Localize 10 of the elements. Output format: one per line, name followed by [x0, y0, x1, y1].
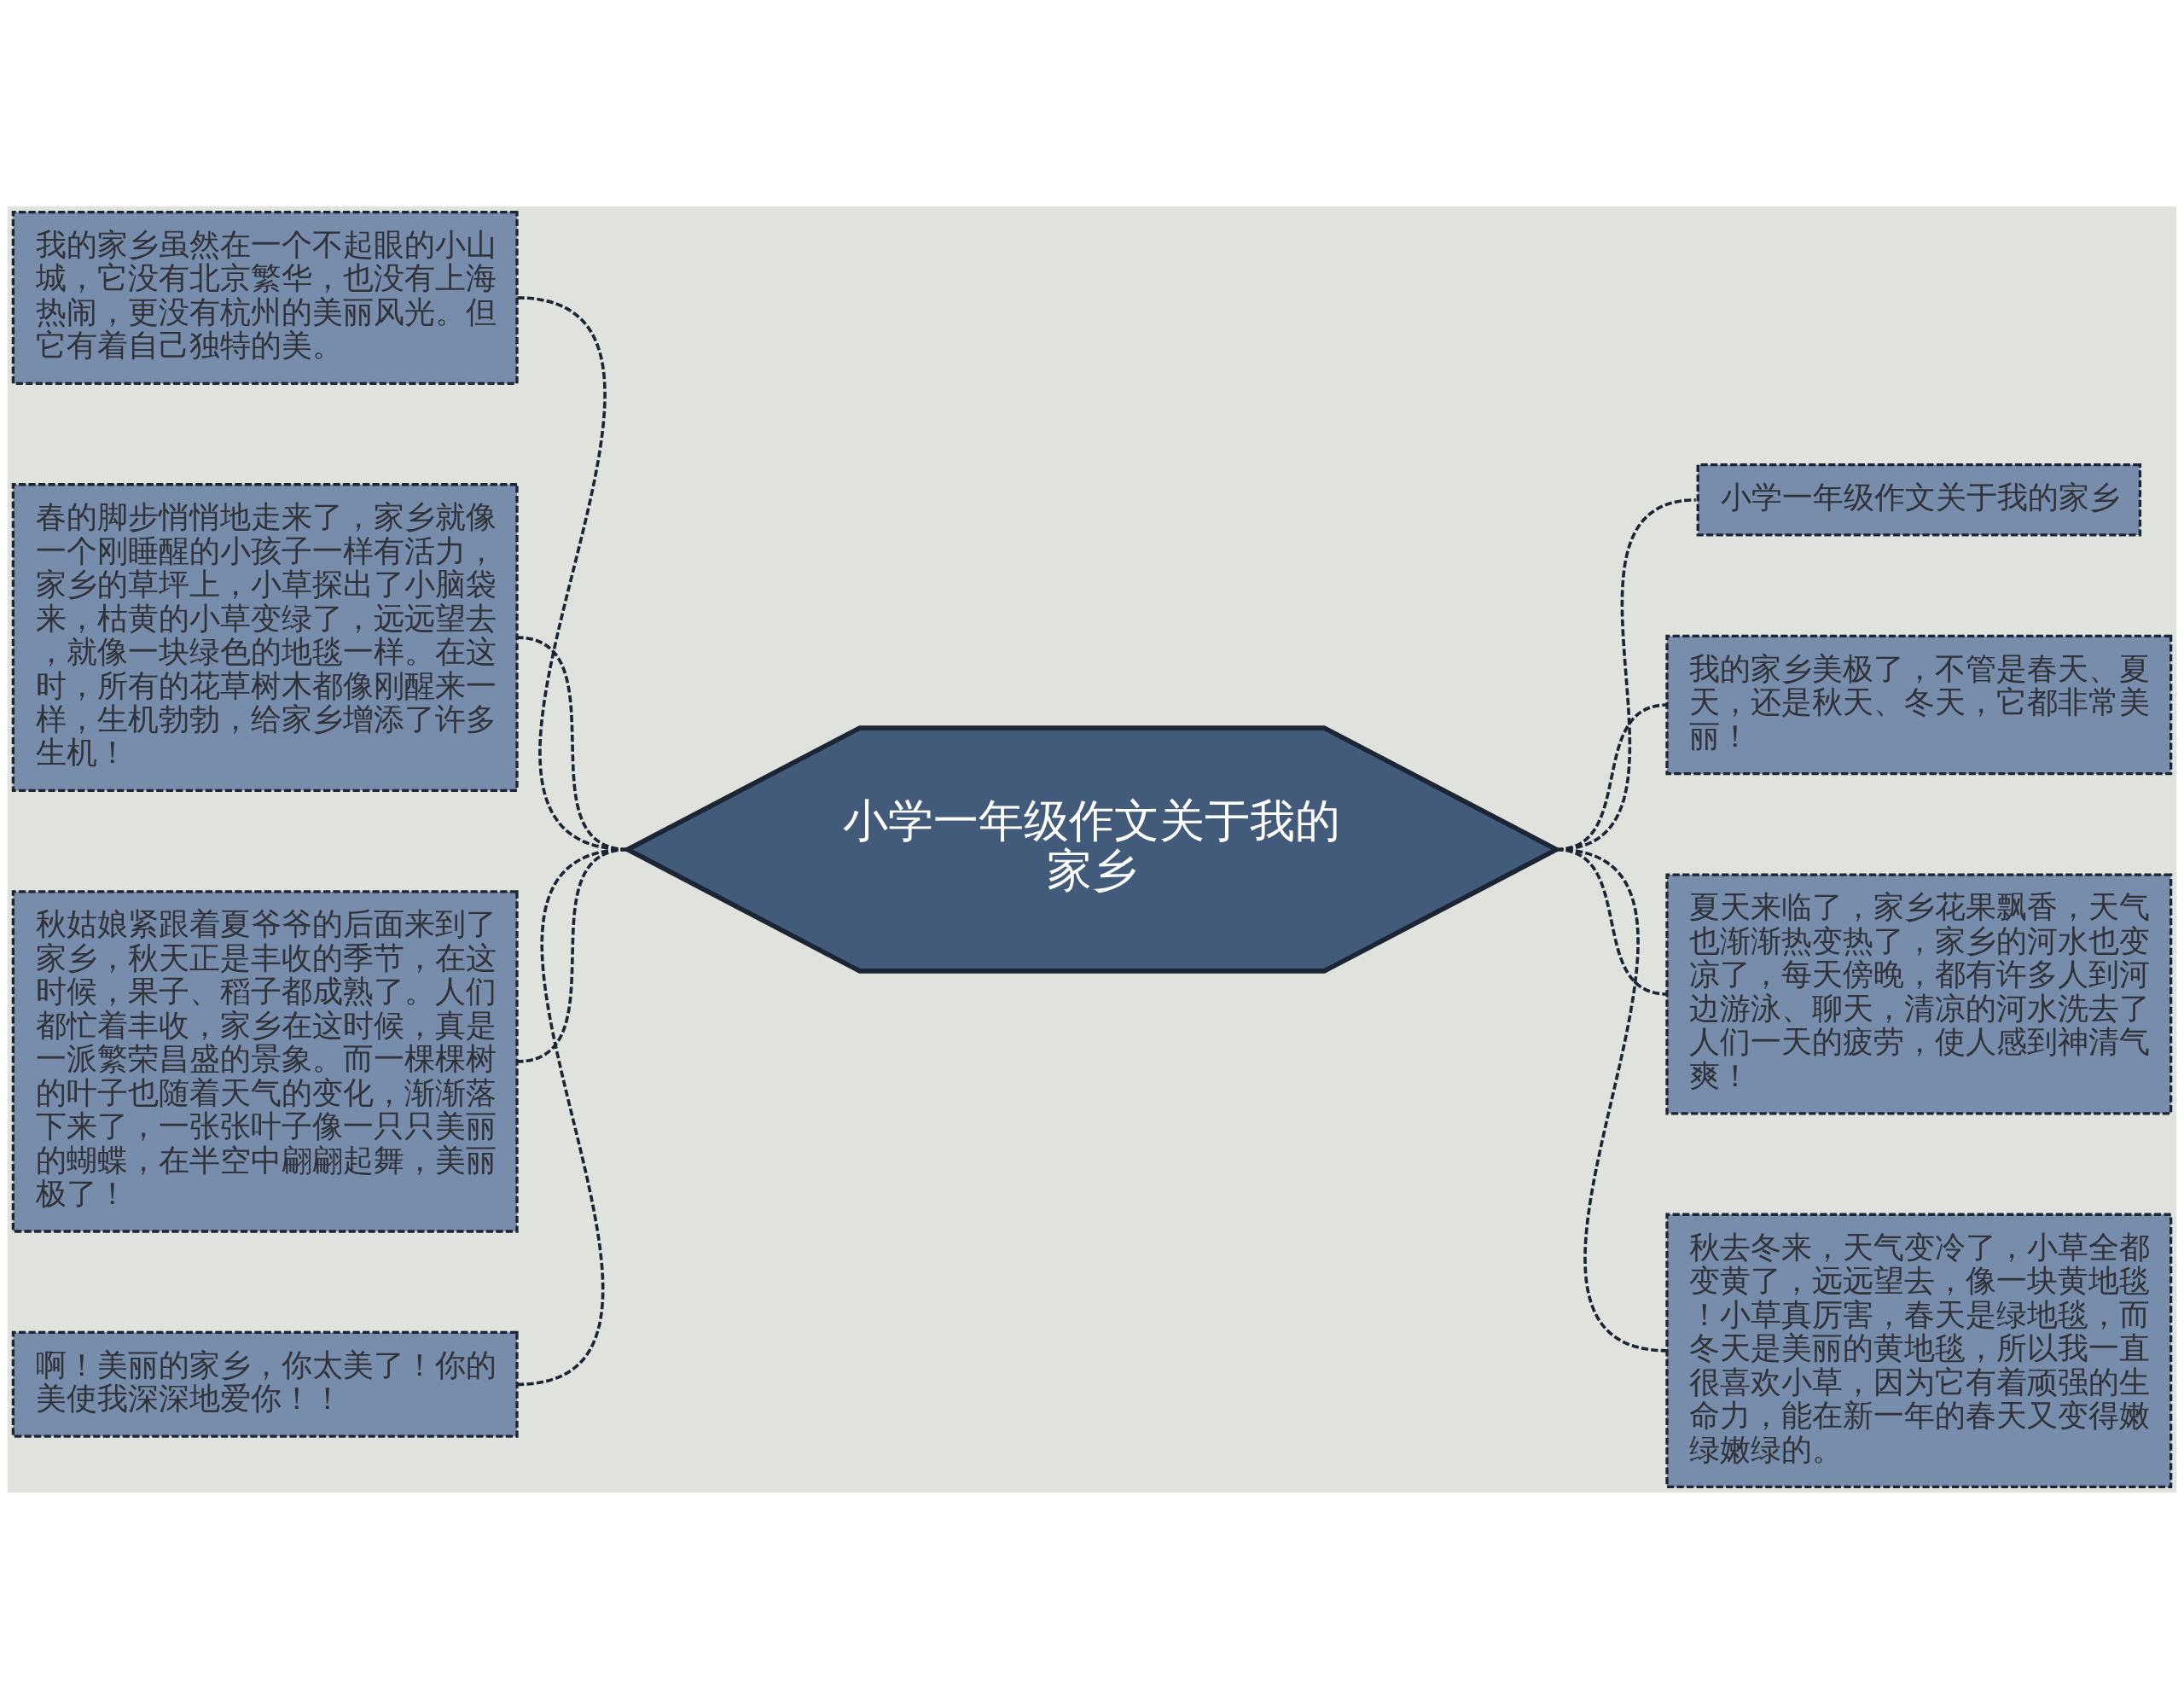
connector [1555, 847, 1668, 1353]
node-box: 啊！美丽的家乡，你太美了！你的美使我深深地爱你！！ [11, 1330, 519, 1438]
connector [516, 847, 629, 1387]
node-box: 小学一年级作文关于我的家乡 [1696, 463, 2142, 537]
node-box: 春的脚步悄悄地走来了，家乡就像一个刚睡醒的小孩子一样有活力，家乡的草坪上，小草探出了小脑袋来，枯黄的小草变绿了，远远望去，就像一块绿色的地毯一样。在这时，所有的花草树木都像刚醒来一样，生机勃勃，给家乡增添了许多生机！ [11, 483, 519, 793]
node-box: 秋姑娘紧跟着夏爷爷的后面来到了家乡，秋天正是丰收的季节，在这时候，果子、稻子都成熟了。人们都忙着丰收，家乡在这时候，真是一派繁荣昌盛的景象。而一棵棵树的叶子也随着天气的变化，渐渐落下来了，一张张叶子像一只只美丽的蝴蝶，在半空中翩翩起舞，美丽极了！ [11, 890, 519, 1233]
node-box: 秋去冬来，天气变冷了，小草全都变黄了，远远望去，像一块黄地毯！小草真厉害，春天是绿地毯，而冬天是美丽的黄地毯，所以我一直很喜欢小草，因为它有着顽强的生命力，能在新一年的春天又变得嫩绿嫩绿的。 [1665, 1213, 2173, 1489]
node-box: 我的家乡美极了，不管是春天、夏天，还是秋天、冬天，它都非常美丽！ [1665, 634, 2173, 776]
node-box: 我的家乡虽然在一个不起眼的小山城，它没有北京繁华，也没有上海热闹，更没有杭州的美丽风光。但它有着自己独特的美。 [11, 210, 519, 385]
node-box: 夏天来临了，家乡花果飘香，天气也渐渐热变热了，家乡的河水也变凉了，每天傍晚，都有许多人到河边游泳、聊天，清凉的河水洗去了人们一天的疲劳，使人感到神清气爽！ [1665, 873, 2173, 1115]
